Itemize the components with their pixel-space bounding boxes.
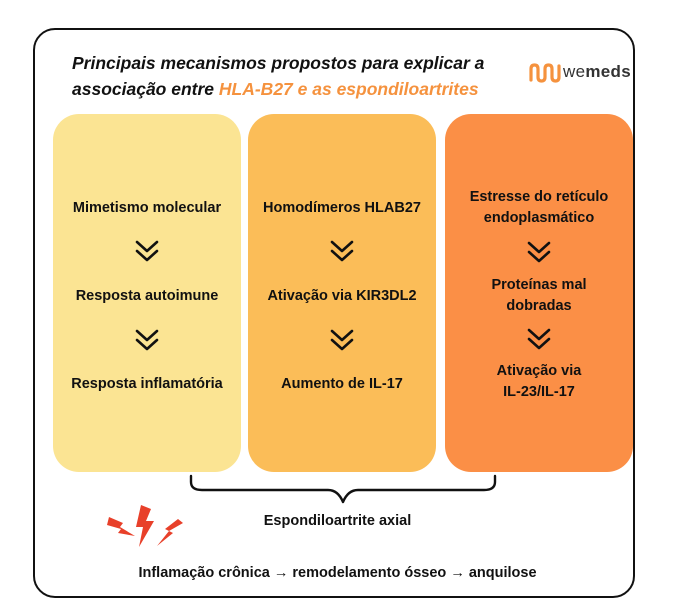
title-line-2-prefix: associação entre	[72, 79, 219, 99]
wemeds-logo: wemeds	[528, 60, 638, 86]
col3-item-1-line-1: Estresse do retículo	[469, 189, 609, 205]
double-chevron-down-icon	[330, 329, 354, 351]
bottom-outcome-line: Inflamação crônica → remodelamento ósseo…	[138, 565, 537, 581]
double-chevron-down-icon	[330, 240, 354, 262]
col3-item-3-line-2: IL-23/IL-17	[503, 384, 575, 400]
col3-item-1-line-2: endoplasmático	[483, 210, 595, 226]
col2-item-1: Homodímeros HLAB27	[263, 200, 421, 216]
col1-item-2: Resposta autoimune	[75, 288, 219, 304]
center-label: Espondiloartrite axial	[263, 513, 412, 529]
wemeds-logo-icon	[529, 63, 561, 83]
pain-spark-icon	[107, 505, 183, 547]
col3-item-2-line-2: dobradas	[506, 298, 572, 314]
col3-item-2-line-1: Proteínas mal	[491, 277, 587, 293]
mechanism-column-1	[53, 114, 241, 472]
col3-item-3-line-1: Ativação via	[496, 363, 582, 379]
title-line-2: associação entre HLA-B27 e as espondiloa…	[72, 76, 532, 102]
col1-item-3: Resposta inflamatória	[71, 376, 223, 392]
col2-item-2: Ativação via KIR3DL2	[267, 288, 417, 304]
title-line-1: Principais mecanismos propostos para exp…	[72, 53, 485, 73]
diagram-title: Principais mecanismos propostos para exp…	[72, 50, 532, 102]
mechanism-column-2	[248, 114, 436, 472]
double-chevron-down-icon	[135, 329, 159, 351]
wemeds-logo-text: wemeds	[563, 62, 631, 81]
curly-brace-bottom	[189, 474, 497, 504]
col2-item-3: Aumento de IL-17	[281, 376, 403, 392]
double-chevron-down-icon	[527, 241, 551, 263]
title-highlight: HLA-B27 e as espondiloartrites	[218, 79, 479, 99]
double-chevron-down-icon	[527, 328, 551, 350]
col1-item-1: Mimetismo molecular	[72, 200, 222, 216]
mechanism-column-3	[445, 114, 633, 472]
double-chevron-down-icon	[135, 240, 159, 262]
